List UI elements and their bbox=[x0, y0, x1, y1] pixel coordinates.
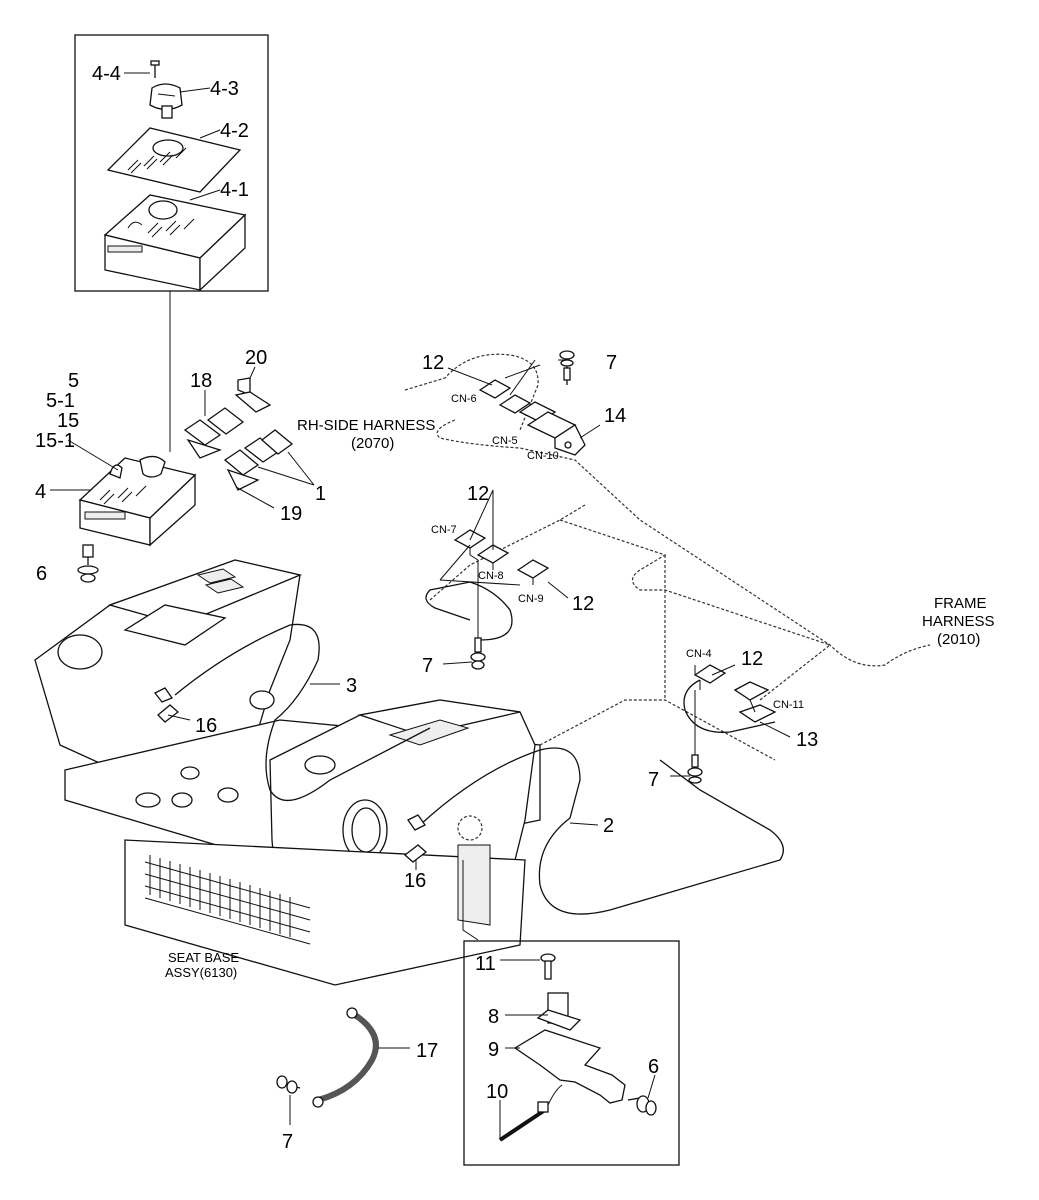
callout-labels: 4-4 4-3 4-2 4-1 5 5-1 15 15-1 4 6 18 20 … bbox=[35, 63, 818, 1153]
connector-labels: CN-6 CN-5 CN-10 CN-7 CN-8 CN-9 CN-4 CN-1… bbox=[431, 393, 804, 711]
switch-8 bbox=[536, 992, 582, 1031]
screw-11 bbox=[540, 953, 556, 980]
callout-19: 19 bbox=[280, 503, 302, 525]
connector-cn6: CN-6 bbox=[451, 393, 477, 405]
callout-15: 15 bbox=[57, 410, 79, 432]
callout-4-4: 4-4 bbox=[92, 63, 121, 85]
bracket-cn6 bbox=[478, 359, 557, 423]
seat-base-label-2: ASSY(6130) bbox=[165, 965, 237, 980]
clip-16-right bbox=[403, 814, 428, 863]
callout-14: 14 bbox=[604, 405, 626, 427]
callout-20: 20 bbox=[245, 347, 267, 369]
rh-side-harness-number: (2070) bbox=[351, 435, 394, 452]
bracket-9 bbox=[513, 1029, 626, 1104]
connector-cn9: CN-9 bbox=[518, 593, 544, 605]
frame-harness-number: (2010) bbox=[937, 631, 980, 648]
bolt-7-top bbox=[559, 350, 575, 385]
harness-labels: RH-SIDE HARNESS (2070) FRAME HARNESS (20… bbox=[165, 417, 995, 980]
callout-16-left: 16 bbox=[195, 715, 217, 737]
bolt-6-left bbox=[77, 544, 99, 583]
connector-cn7: CN-7 bbox=[431, 524, 457, 536]
bracket-14 bbox=[526, 411, 586, 456]
switch-panel-4-1 bbox=[103, 194, 247, 292]
leader-lines bbox=[50, 72, 791, 1140]
callout-4-2: 4-2 bbox=[220, 120, 249, 142]
callout-1: 1 bbox=[315, 483, 326, 505]
callout-16-right: 16 bbox=[404, 870, 426, 892]
switch-panel-assembly-4 bbox=[78, 455, 197, 547]
callout-4-1: 4-1 bbox=[220, 179, 249, 201]
ground-strap-17 bbox=[276, 1007, 379, 1108]
callout-6-bottom: 6 bbox=[648, 1056, 659, 1078]
rh-side-harness-label: RH-SIDE HARNESS bbox=[297, 417, 435, 434]
connector-cn4: CN-4 bbox=[686, 648, 712, 660]
callout-6-left: 6 bbox=[36, 563, 47, 585]
callout-10: 10 bbox=[486, 1081, 508, 1103]
callout-4: 4 bbox=[35, 481, 46, 503]
bolt-6-bottom bbox=[627, 1095, 657, 1116]
wire-2 bbox=[419, 747, 784, 915]
wire-cn7-area bbox=[425, 581, 513, 641]
callout-3: 3 bbox=[346, 675, 357, 697]
connector-cn11: CN-11 bbox=[773, 699, 804, 711]
callout-15-1: 15-1 bbox=[35, 430, 75, 452]
callout-4-3: 4-3 bbox=[210, 78, 239, 100]
callout-11: 11 bbox=[475, 953, 496, 975]
connector-cn5: CN-5 bbox=[492, 435, 518, 447]
callout-9: 9 bbox=[488, 1039, 499, 1061]
wire-3 bbox=[174, 623, 431, 802]
wire-cn4-area bbox=[683, 679, 776, 733]
callout-12-right: 12 bbox=[741, 648, 763, 670]
callout-2: 2 bbox=[603, 815, 614, 837]
rocker-switches bbox=[183, 366, 315, 509]
bolt-7-right bbox=[687, 690, 703, 784]
callout-18: 18 bbox=[190, 370, 212, 392]
pin-10 bbox=[498, 1084, 563, 1142]
callout-12-top: 12 bbox=[422, 352, 444, 374]
console-seat-assembly bbox=[34, 559, 541, 986]
frame-harness-label-1: FRAME bbox=[934, 595, 987, 612]
callout-13: 13 bbox=[796, 729, 818, 751]
screw-4-4 bbox=[150, 60, 160, 78]
callout-5: 5 bbox=[68, 370, 79, 392]
callout-8: 8 bbox=[488, 1006, 499, 1028]
bolt-7-mid bbox=[470, 560, 486, 670]
frame-harness-label-2: HARNESS bbox=[922, 613, 995, 630]
callout-7-mid: 7 bbox=[422, 655, 433, 677]
connector-cn8: CN-8 bbox=[478, 570, 504, 582]
bracket-13 bbox=[733, 681, 777, 723]
bracket-cn4 bbox=[693, 664, 727, 690]
knob-4-3 bbox=[149, 83, 183, 119]
callout-7-right: 7 bbox=[648, 769, 659, 791]
callout-12-mid: 12 bbox=[467, 483, 489, 505]
callout-7-top: 7 bbox=[606, 352, 617, 374]
detail-box-switch-bracket bbox=[463, 940, 680, 1166]
cover-plate-4-2 bbox=[106, 127, 242, 193]
callout-5-1: 5-1 bbox=[46, 390, 75, 412]
callout-12-cn9: 12 bbox=[572, 593, 594, 615]
clip-16-left bbox=[154, 687, 180, 723]
detail-box-switch-panel bbox=[74, 34, 269, 452]
connector-cn10: CN-10 bbox=[527, 450, 559, 462]
harness-wires bbox=[404, 353, 931, 761]
callout-7-bottom: 7 bbox=[282, 1131, 293, 1153]
seat-base-label-1: SEAT BASE bbox=[168, 950, 239, 965]
callout-17: 17 bbox=[416, 1040, 438, 1062]
